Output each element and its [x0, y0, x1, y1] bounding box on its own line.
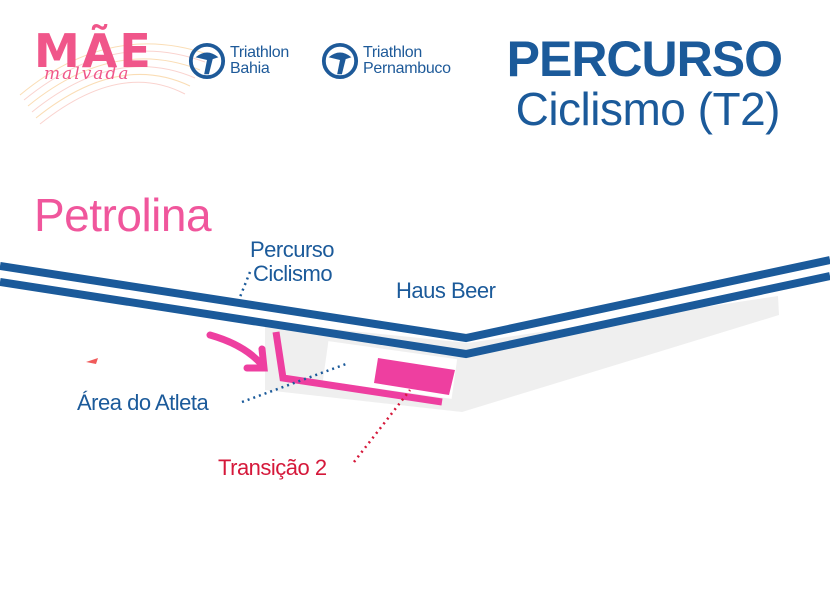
transition-label: Transição 2 — [218, 455, 327, 480]
logo2-line1: Triathlon — [363, 44, 422, 61]
triathlon-swoosh-icon — [188, 42, 226, 80]
page-title: PERCURSO — [506, 31, 783, 87]
athlete-area-label: Área do Atleta — [77, 390, 209, 415]
logo1-line1: Triathlon — [230, 44, 289, 61]
route-label: Percurso Ciclismo — [250, 237, 335, 286]
logo2-line2: Pernambuco — [363, 60, 451, 77]
mae-logo-main: MÃE — [34, 24, 153, 78]
triathlon-swoosh-icon — [321, 42, 359, 80]
logo1-line2: Bahia — [230, 60, 270, 77]
mae-malvada-logo: MÃE malvada — [34, 28, 153, 84]
page-subtitle: Ciclismo (T2) — [515, 83, 781, 135]
athlete-area-outline — [272, 331, 443, 406]
leader-route — [236, 271, 252, 303]
cycling-route — [0, 256, 830, 359]
arrow-icon — [206, 331, 268, 372]
edge-marker — [86, 358, 98, 364]
leader-athlete-area — [241, 362, 347, 404]
sunburst-decoration — [19, 43, 211, 125]
landmark-label: Haus Beer — [396, 278, 496, 303]
mae-logo-script: malvada — [44, 64, 131, 84]
triathlon-bahia-logo: Triathlon Bahia — [188, 42, 289, 80]
transition-area — [374, 358, 455, 395]
triathlon-pernambuco-logo: Triathlon Pernambuco — [321, 42, 451, 80]
route-label-line1: Percurso — [250, 237, 335, 262]
city-label: Petrolina — [34, 189, 212, 241]
route-label-line2: Ciclismo — [253, 261, 333, 286]
